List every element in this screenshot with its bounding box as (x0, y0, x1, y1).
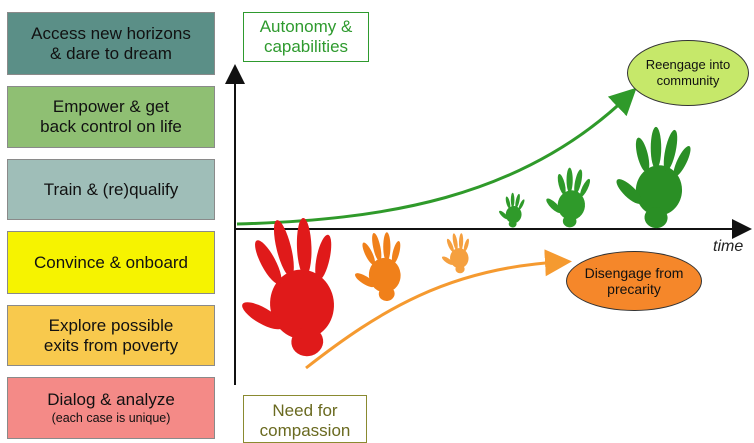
disengage-ellipse: Disengage from precarity (566, 251, 702, 311)
stage-convince-line1: Convince & onboard (33, 252, 189, 272)
stage-access-line2: & dare to dream (50, 43, 172, 63)
compassion-label: Need for compassion (243, 395, 367, 443)
reengage-ellipse: Reengage into community (627, 40, 749, 106)
autonomy-growth-arrow (236, 87, 637, 226)
stage-explore: Explore possible exits from poverty (7, 305, 215, 366)
stage-explore-line1: Explore possible (48, 315, 174, 335)
hand-icon (348, 229, 409, 305)
stage-empower-line2: back control on life (40, 117, 182, 136)
disengage-text: Disengage from precarity (584, 265, 684, 297)
autonomy-label: Autonomy & capabilities (243, 12, 369, 62)
stage-empower: Empower & get back control on life (7, 86, 215, 148)
hand-icon (439, 232, 473, 275)
stage-train: Train & (re)qualify (7, 159, 215, 220)
hand-icon (541, 165, 593, 230)
stage-convince: Convince & onboard (7, 231, 215, 294)
compassion-label-text: Need for compassion (259, 401, 351, 440)
time-axis-label: time (713, 238, 744, 255)
hand-icon (226, 211, 351, 365)
stage-explore-line2: exits from poverty (43, 335, 179, 355)
hand-icon (609, 122, 696, 232)
hand-icon (496, 191, 527, 229)
stage-empower-line1: Empower & get (52, 97, 170, 116)
stage-dialog: Dialog & analyze (each case is unique) (7, 377, 215, 439)
stage-dialog-line2: (each case is unique) (51, 411, 171, 425)
reengage-text: Reengage into community (645, 57, 731, 88)
stage-train-line1: Train & (re)qualify (43, 179, 179, 199)
stage-access-line1: Access new horizons (31, 23, 191, 43)
autonomy-label-text: Autonomy & capabilities (259, 17, 353, 56)
stage-dialog-line1: Dialog & analyze (47, 390, 175, 409)
disengage-arrow (305, 249, 572, 370)
stage-access: Access new horizons & dare to dream (7, 12, 215, 75)
